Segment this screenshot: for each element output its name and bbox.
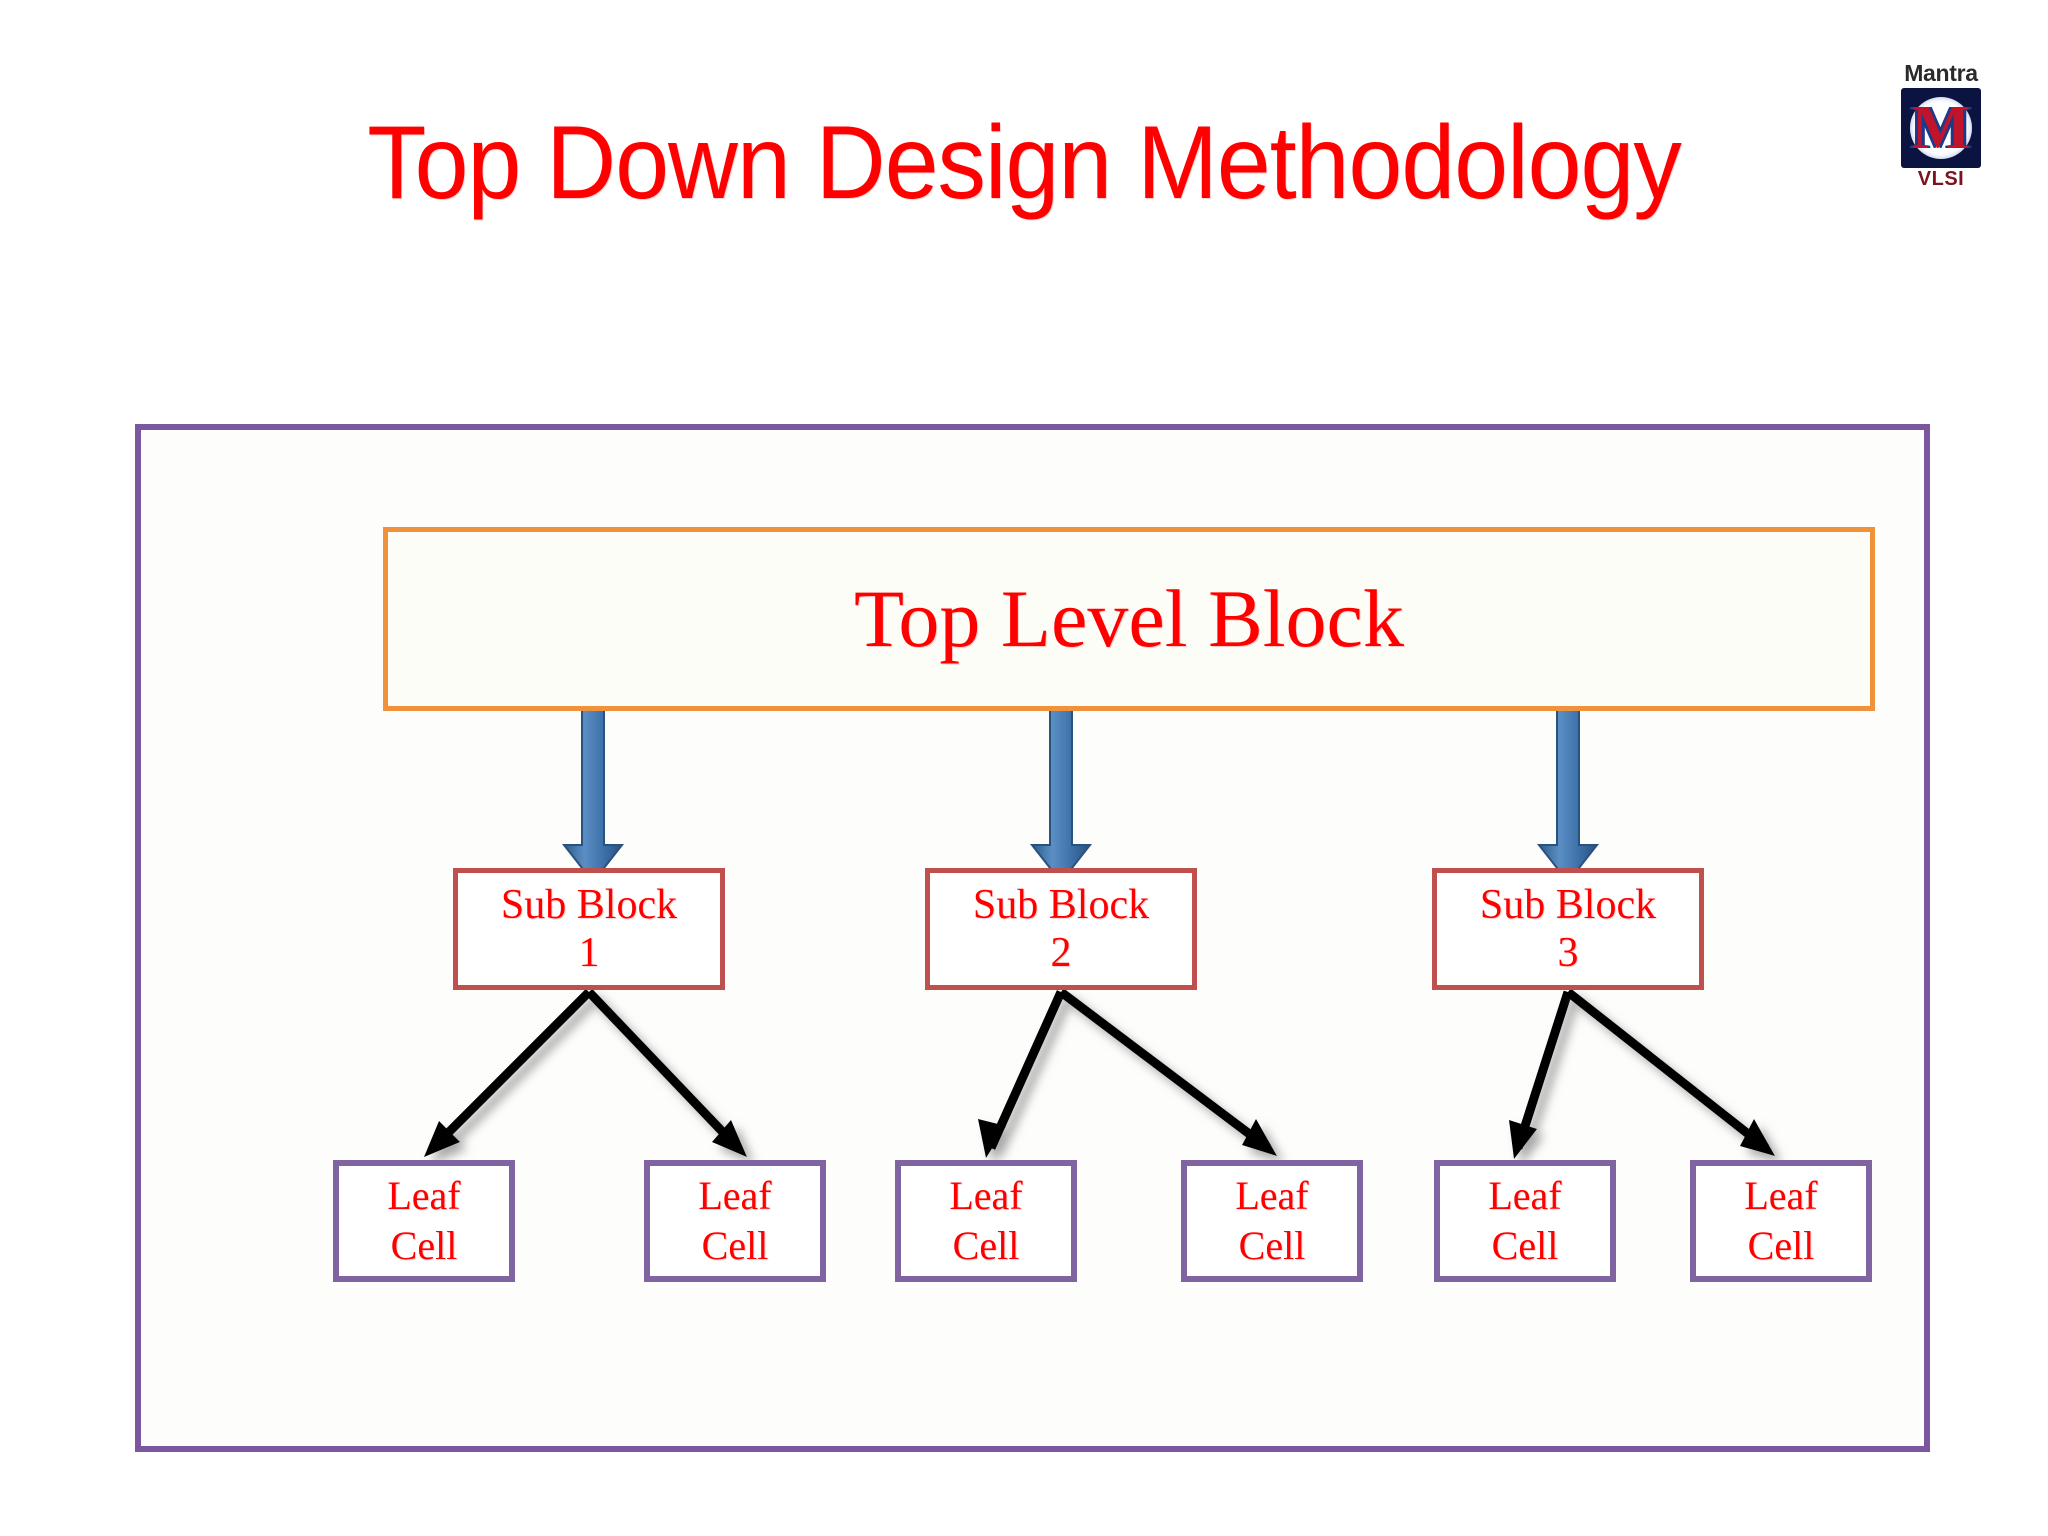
logo-letter-m: M (1911, 94, 1971, 162)
logo-mark-icon: M (1901, 88, 1981, 168)
leaf-cell-2-line1: Leaf (698, 1173, 772, 1218)
sub-block-2-label: Sub Block (972, 882, 1150, 928)
logo-subtitle: VLSI (1917, 168, 1965, 190)
leaf-cell-6-line2: Cell (1747, 1223, 1815, 1268)
leaf-cell-2[interactable]: Leaf Cell (644, 1160, 826, 1282)
sub-block-2[interactable]: Sub Block 2 (925, 868, 1197, 990)
sub-block-1-label: Sub Block (500, 882, 678, 928)
logo-ring-shape (1910, 97, 1972, 159)
leaf-cell-3[interactable]: Leaf Cell (895, 1160, 1077, 1282)
leaf-cell-5-line2: Cell (1491, 1223, 1559, 1268)
sub-block-3-number: 3 (1557, 930, 1579, 976)
sub-block-1[interactable]: Sub Block 1 (453, 868, 725, 990)
top-level-block-label: Top Level Block (854, 573, 1404, 664)
leaf-cell-4-line2: Cell (1238, 1223, 1306, 1268)
leaf-cell-5[interactable]: Leaf Cell (1434, 1160, 1616, 1282)
leaf-cell-6[interactable]: Leaf Cell (1690, 1160, 1872, 1282)
page-title: Top Down Design Methodology (367, 105, 1682, 221)
leaf-cell-3-line1: Leaf (949, 1173, 1023, 1218)
leaf-cell-4[interactable]: Leaf Cell (1181, 1160, 1363, 1282)
leaf-cell-4-line1: Leaf (1235, 1173, 1309, 1218)
leaf-cell-1[interactable]: Leaf Cell (333, 1160, 515, 1282)
top-level-block[interactable]: Top Level Block (383, 527, 1875, 711)
sub-block-1-number: 1 (578, 930, 600, 976)
leaf-cell-1-line2: Cell (390, 1223, 458, 1268)
leaf-cell-5-line1: Leaf (1488, 1173, 1562, 1218)
leaf-cell-1-line1: Leaf (387, 1173, 461, 1218)
sub-block-3[interactable]: Sub Block 3 (1432, 868, 1704, 990)
sub-block-3-label: Sub Block (1479, 882, 1657, 928)
sub-block-2-number: 2 (1050, 930, 1072, 976)
mantra-vlsi-logo: Mantra M VLSI (1878, 60, 2004, 206)
logo-wordmark: Mantra (1904, 60, 1978, 86)
leaf-cell-3-line2: Cell (952, 1223, 1020, 1268)
leaf-cell-2-line2: Cell (701, 1223, 769, 1268)
leaf-cell-6-line1: Leaf (1744, 1173, 1818, 1218)
